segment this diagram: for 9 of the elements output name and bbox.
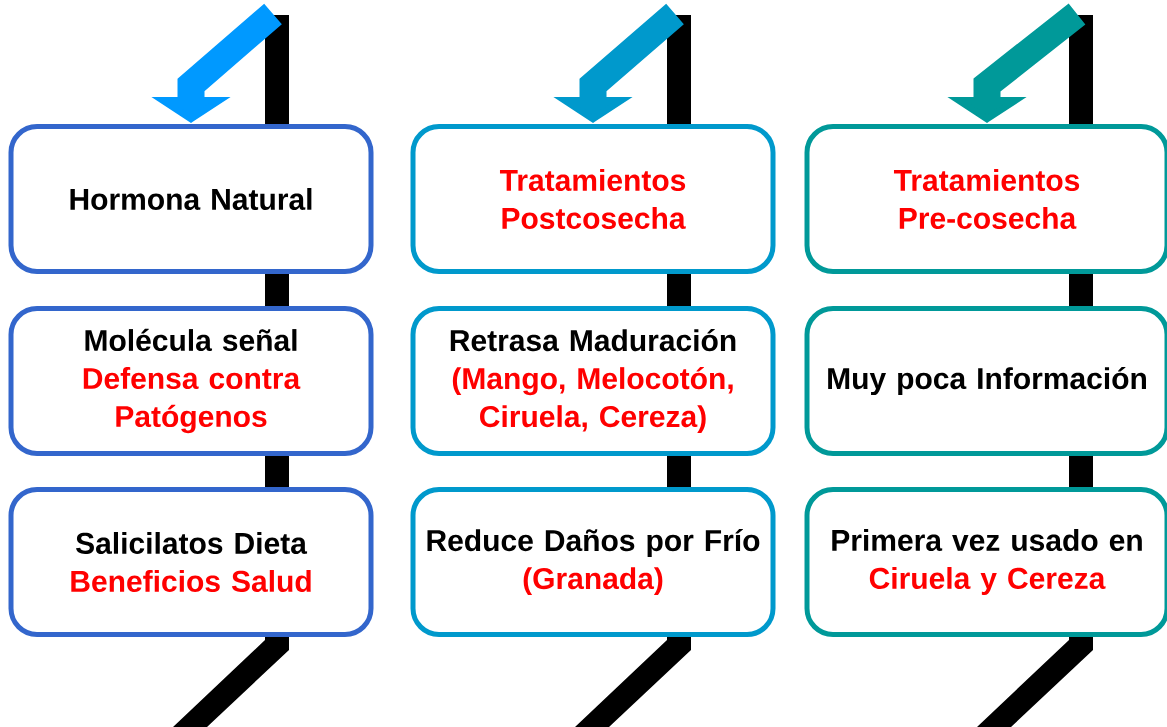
rounded-box: Salicilatos Dieta Beneficios Salud [8,487,374,637]
rounded-box: Muy poca Información [804,306,1167,456]
rounded-box: Primera vez usado en Ciruela y Cereza [804,487,1167,637]
rounded-box: Molécula señal Defensa contra Patógenos [8,306,374,456]
rounded-box: Reduce Daños por Frío (Granada) [410,487,776,637]
rounded-box: Retrasa Maduración (Mango, Melocotón, Ciruela, Cereza) [410,306,776,456]
rounded-box: Tratamientos Postcosecha [410,124,776,274]
rounded-box: Hormona Natural [8,124,374,274]
rounded-box: Tratamientos Pre-cosecha [804,124,1167,274]
